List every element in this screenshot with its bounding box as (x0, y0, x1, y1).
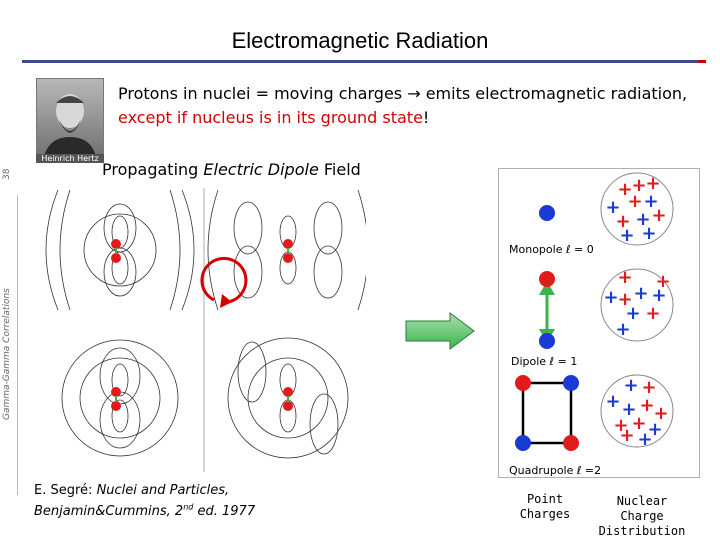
svg-text:+: + (645, 173, 660, 194)
svg-text:+: + (653, 403, 668, 424)
svg-text:+: + (651, 205, 666, 226)
svg-text:+: + (615, 211, 630, 232)
intro-red-text: except if nucleus is in its ground state (118, 108, 423, 127)
svg-text:+: + (655, 271, 670, 292)
svg-text:+: + (631, 175, 646, 196)
citation-author: E. Segré: (34, 483, 97, 498)
field-subtitle: Propagating Electric Dipole Field (102, 160, 361, 179)
title-rule-accent (698, 60, 706, 63)
dipole-label: Dipole ℓ = 1 (511, 355, 578, 368)
intro-part-2: emits electromagnetic radiation, (420, 84, 688, 103)
citation-title: Nuclei and Particles, (96, 483, 230, 498)
side-label: Gamma-Gamma Correlations (2, 288, 12, 420)
svg-text:+: + (647, 419, 662, 440)
svg-text:+: + (639, 395, 654, 416)
portrait-caption: Heinrich Hertz (36, 154, 104, 163)
svg-text:+: + (619, 425, 634, 446)
svg-text:+: + (631, 413, 646, 434)
subtitle-pre: Propagating (102, 160, 204, 179)
subtitle-italic: Electric Dipole (203, 160, 319, 179)
svg-text:+: + (617, 267, 632, 288)
charge-distribution-label: Nuclear Charge Distribution (598, 494, 686, 538)
svg-text:+: + (617, 179, 632, 200)
svg-text:+: + (619, 225, 634, 246)
arrow-glyph: → (407, 84, 421, 103)
slide-title: Electromagnetic Radiation (231, 28, 489, 53)
svg-text:+: + (617, 289, 632, 310)
subtitle-post: Field (318, 160, 361, 179)
monopole-label: Monopole ℓ = 0 (509, 243, 594, 256)
svg-text:+: + (635, 209, 650, 230)
citation-end: ed. 1977 (193, 504, 256, 520)
page-number: 38 (2, 168, 12, 180)
citation-line2: Benjamin&Cummins, 2 (34, 504, 184, 520)
svg-text:+: + (627, 191, 642, 212)
svg-text:+: + (605, 197, 620, 218)
right-arrow-icon (405, 312, 475, 350)
svg-text:+: + (615, 319, 630, 340)
intro-text: Protons in nuclei = moving charges → emi… (118, 82, 698, 130)
quadrupole-label: Quadrupole ℓ =2 (509, 464, 602, 477)
multipole-panel: +++ +++ +++ ++ +++ +++ +++ +++ +++ +++ +… (498, 168, 700, 478)
title-rule (22, 60, 698, 63)
svg-text:+: + (643, 191, 658, 212)
svg-text:+: + (625, 303, 640, 324)
portrait-image (36, 78, 104, 162)
svg-text:+: + (623, 375, 638, 396)
svg-text:+: + (641, 377, 656, 398)
svg-text:+: + (645, 303, 660, 324)
intro-end: ! (422, 108, 430, 127)
field-lines-diagram (38, 188, 366, 472)
svg-text:+: + (613, 415, 628, 436)
svg-text:+: + (633, 283, 648, 304)
svg-text:+: + (651, 285, 666, 306)
svg-text:+: + (641, 223, 656, 244)
intro-part-1: Protons in nuclei = moving charges (118, 84, 408, 103)
point-charges-label: Point Charges (519, 492, 571, 521)
svg-text:+: + (605, 391, 620, 412)
svg-text:+: + (621, 399, 636, 420)
citation: E. Segré: Nuclei and Particles, Benjamin… (34, 482, 255, 520)
side-rule (17, 195, 18, 495)
multipole-diagram: +++ +++ +++ ++ +++ +++ +++ +++ +++ +++ +… (515, 172, 674, 451)
svg-text:+: + (637, 429, 652, 450)
citation-sup: nd (183, 503, 194, 512)
rotation-arrow-icon (200, 256, 248, 308)
svg-text:+: + (603, 287, 618, 308)
